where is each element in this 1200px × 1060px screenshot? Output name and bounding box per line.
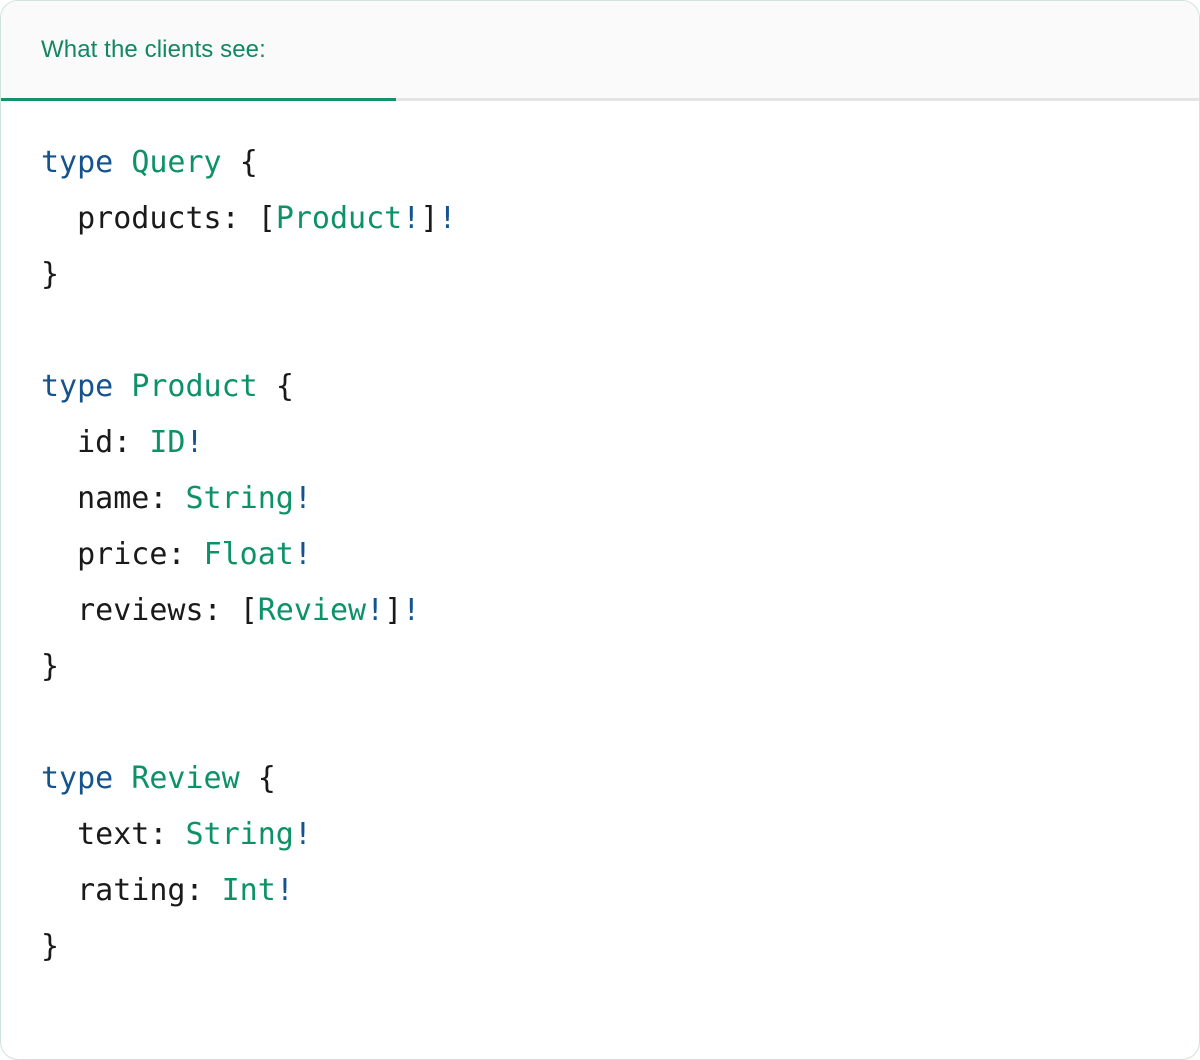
code-token-name: reviews <box>77 593 204 628</box>
code-token-punc: [ <box>239 593 258 628</box>
code-token-punc: : <box>149 481 186 516</box>
code-token-punc: : <box>149 817 186 852</box>
code-token-punc: : <box>113 425 150 460</box>
code-token-punc <box>113 145 131 180</box>
code-token-punc: } <box>41 649 60 684</box>
code-token-type: Product <box>275 201 403 236</box>
code-token-punc <box>113 761 131 796</box>
tab-what-the-clients-see[interactable]: What the clients see: <box>1 1 396 98</box>
code-token-bang: ! <box>438 201 457 236</box>
code-token-punc: } <box>41 257 60 292</box>
graphql-schema-code[interactable]: type Query { products: [Product!]! } typ… <box>1 135 1199 975</box>
code-token-name: rating <box>77 873 186 908</box>
code-token-kw: type <box>41 761 114 796</box>
code-token-type: Query <box>131 145 222 180</box>
code-token-name: name <box>77 481 150 516</box>
code-token-punc: { <box>275 369 294 404</box>
code-token-type: Review <box>131 761 240 796</box>
code-token-punc <box>240 761 258 796</box>
code-token-bang: ! <box>293 481 312 516</box>
code-token-bang: ! <box>402 593 421 628</box>
code-token-punc: : <box>203 593 240 628</box>
code-token-type: Review <box>257 593 367 628</box>
code-token-bang: ! <box>293 537 312 572</box>
code-token-type: Product <box>131 369 258 404</box>
code-token-punc: { <box>257 761 276 796</box>
code-token-type: String <box>185 817 294 852</box>
tab-active-underline <box>1 98 396 101</box>
code-token-punc: } <box>41 929 60 964</box>
code-token-punc <box>258 369 276 404</box>
code-token-type: Int <box>221 873 276 908</box>
code-token-type: String <box>185 481 294 516</box>
code-token-punc: ] <box>384 593 403 628</box>
code-token-punc: : <box>221 201 258 236</box>
code-token-punc <box>113 369 131 404</box>
code-token-name: id <box>77 425 114 460</box>
code-token-bang: ! <box>366 593 385 628</box>
code-token-kw: type <box>41 369 114 404</box>
code-token-punc: : <box>167 537 204 572</box>
code-token-bang: ! <box>402 201 421 236</box>
code-token-name: text <box>77 817 150 852</box>
code-body: type Query { products: [Product!]! } typ… <box>1 101 1199 975</box>
code-token-name: price <box>77 537 168 572</box>
tab-label: What the clients see: <box>41 35 266 63</box>
code-blank-line <box>41 695 1199 751</box>
code-token-punc: { <box>239 145 258 180</box>
code-token-kw: type <box>41 145 114 180</box>
code-token-bang: ! <box>185 425 204 460</box>
code-token-punc: : <box>185 873 222 908</box>
code-token-punc <box>222 145 240 180</box>
tab-strip: What the clients see: <box>1 1 1199 101</box>
code-token-name: products <box>77 201 222 236</box>
code-token-bang: ! <box>275 873 294 908</box>
code-token-punc: ] <box>420 201 439 236</box>
code-blank-line <box>41 303 1199 359</box>
code-token-type: ID <box>149 425 186 460</box>
code-token-bang: ! <box>293 817 312 852</box>
code-token-type: Float <box>203 537 294 572</box>
code-token-punc: [ <box>257 201 276 236</box>
